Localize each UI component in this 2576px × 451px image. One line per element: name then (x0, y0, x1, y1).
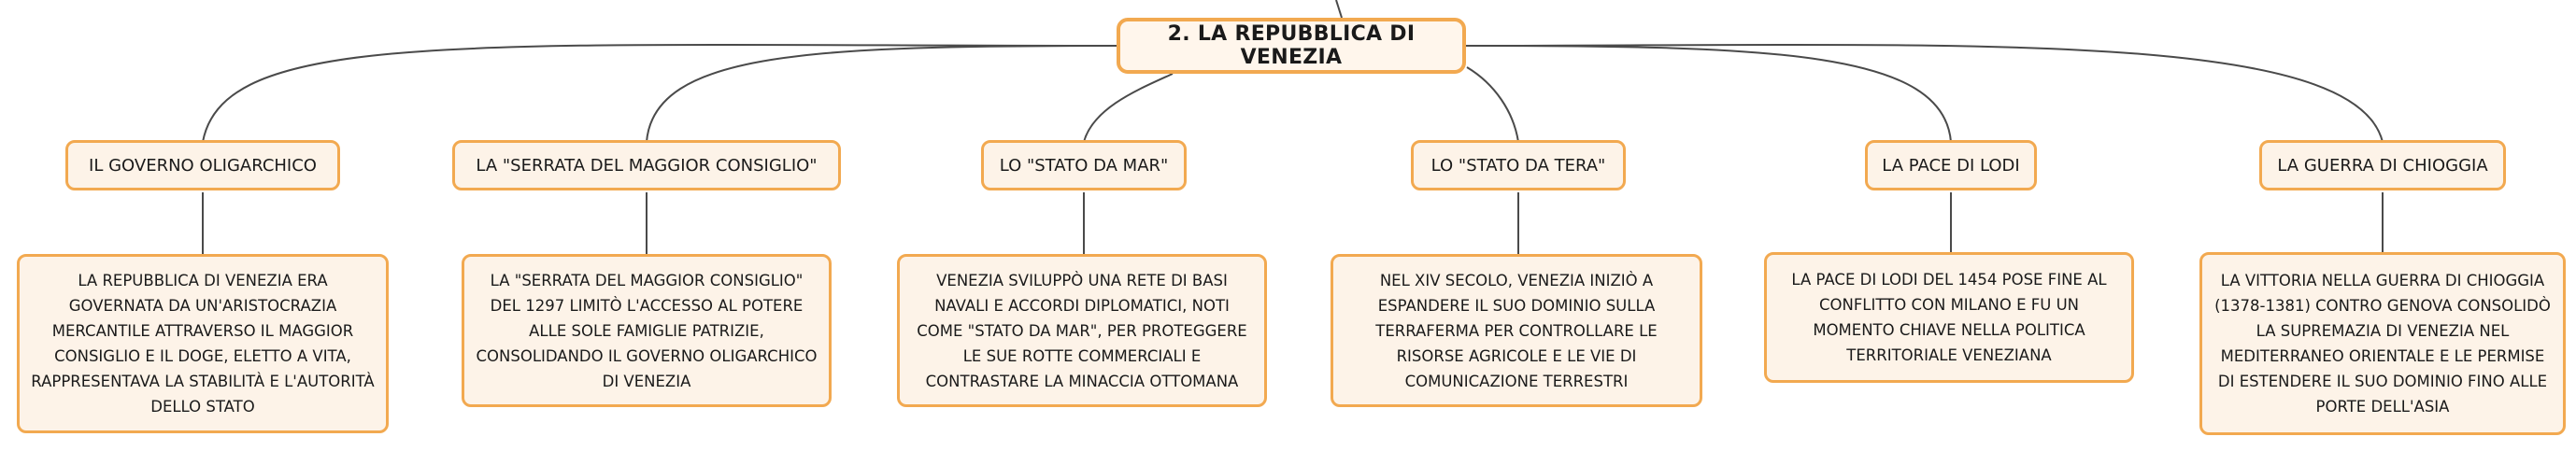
topic-label: LA GUERRA DI CHIOGGIA (2277, 155, 2488, 176)
detail-text: LA VITTORIA NELLA GUERRA DI CHIOGGIA (13… (2214, 272, 2551, 416)
detail-pace-di-lodi[interactable]: LA PACE DI LODI DEL 1454 POSE FINE AL CO… (1764, 252, 2134, 383)
detail-stato-da-mar[interactable]: VENEZIA SVILUPPÒ UNA RETE DI BASI NAVALI… (897, 254, 1267, 407)
topic-stato-da-mar[interactable]: LO "STATO DA MAR" (981, 140, 1187, 190)
topic-serrata-maggior-consiglio[interactable]: LA "SERRATA DEL MAGGIOR CONSIGLIO" (452, 140, 841, 190)
topic-label: IL GOVERNO OLIGARCHICO (89, 155, 317, 176)
detail-serrata-maggior-consiglio[interactable]: LA "SERRATA DEL MAGGIOR CONSIGLIO" DEL 1… (462, 254, 832, 407)
connector-root-topic-3 (1083, 73, 1174, 143)
connector-root-topic-5 (1465, 45, 1952, 143)
connector-root-topic-4 (1466, 66, 1519, 143)
root-node[interactable]: 2. LA REPUBBLICA DI VENEZIA (1117, 18, 1466, 74)
topic-label: LO "STATO DA MAR" (999, 155, 1169, 176)
topic-label: LA "SERRATA DEL MAGGIOR CONSIGLIO" (476, 155, 818, 176)
topic-label: LO "STATO DA TERA" (1430, 155, 1606, 176)
topic-governo-oligarchico[interactable]: IL GOVERNO OLIGARCHICO (65, 140, 340, 190)
topic-guerra-di-chioggia[interactable]: LA GUERRA DI CHIOGGIA (2259, 140, 2506, 190)
detail-text: VENEZIA SVILUPPÒ UNA RETE DI BASI NAVALI… (917, 271, 1247, 390)
detail-text: NEL XIV SECOLO, VENEZIA INIZIÒ A ESPANDE… (1375, 271, 1658, 390)
topic-stato-da-tera[interactable]: LO "STATO DA TERA" (1411, 140, 1626, 190)
connector-root-parent (1335, 0, 1343, 19)
detail-text: LA REPUBBLICA DI VENEZIA ERA GOVERNATA D… (31, 272, 375, 416)
detail-text: LA "SERRATA DEL MAGGIOR CONSIGLIO" DEL 1… (476, 271, 818, 390)
detail-stato-da-tera[interactable]: NEL XIV SECOLO, VENEZIA INIZIÒ A ESPANDE… (1331, 254, 1702, 407)
detail-text: LA PACE DI LODI DEL 1454 POSE FINE AL CO… (1791, 271, 2107, 364)
connector-root-topic-6 (1465, 43, 2384, 143)
topic-pace-di-lodi[interactable]: LA PACE DI LODI (1865, 140, 2037, 190)
topic-label: LA PACE DI LODI (1882, 155, 2020, 176)
root-label: 2. LA REPUBBLICA DI VENEZIA (1167, 22, 1416, 69)
connector-root-topic-2 (646, 45, 1117, 143)
connector-root-topic-1 (202, 43, 1117, 143)
detail-guerra-di-chioggia[interactable]: LA VITTORIA NELLA GUERRA DI CHIOGGIA (13… (2199, 252, 2566, 435)
detail-governo-oligarchico[interactable]: LA REPUBBLICA DI VENEZIA ERA GOVERNATA D… (17, 254, 389, 433)
